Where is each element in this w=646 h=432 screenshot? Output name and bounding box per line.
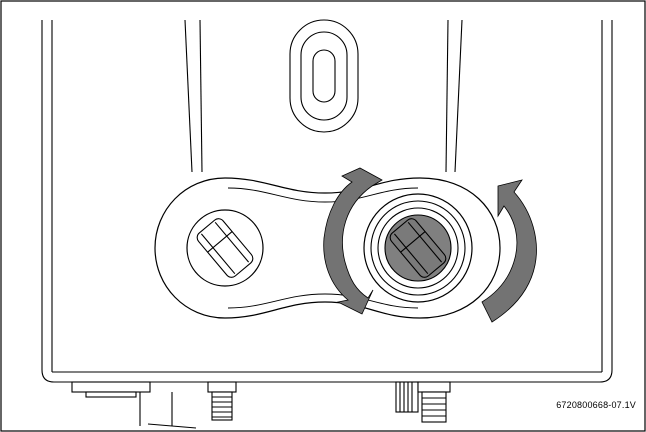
curved-arrow-left-icon	[323, 167, 383, 315]
bracket-foot	[147, 423, 197, 429]
figure-reference-label: 6720800668-07.1V	[556, 400, 636, 410]
mounting-bracket-lip	[85, 391, 137, 398]
viewing-window	[289, 19, 359, 133]
bottom-connections	[71, 381, 451, 429]
curved-arrow-right-icon	[481, 179, 537, 323]
heater-housing	[41, 19, 613, 383]
left-control-knob	[186, 209, 264, 287]
panel-seam-right	[445, 19, 449, 173]
panel-seam-left-inner	[184, 19, 193, 173]
right-control-knob	[363, 193, 473, 303]
left-fitting-thread	[211, 391, 233, 421]
right-fitting-thread	[421, 391, 447, 423]
left-fitting-collar	[207, 381, 237, 393]
panel-seam-right-inner	[454, 19, 463, 173]
gas-connector-body	[395, 381, 419, 413]
panel-seam-left	[199, 19, 203, 173]
mounting-bracket	[71, 381, 151, 393]
control-plate-inner-line	[227, 187, 419, 309]
right-fitting-collar	[417, 381, 451, 393]
housing-outline	[41, 20, 613, 383]
